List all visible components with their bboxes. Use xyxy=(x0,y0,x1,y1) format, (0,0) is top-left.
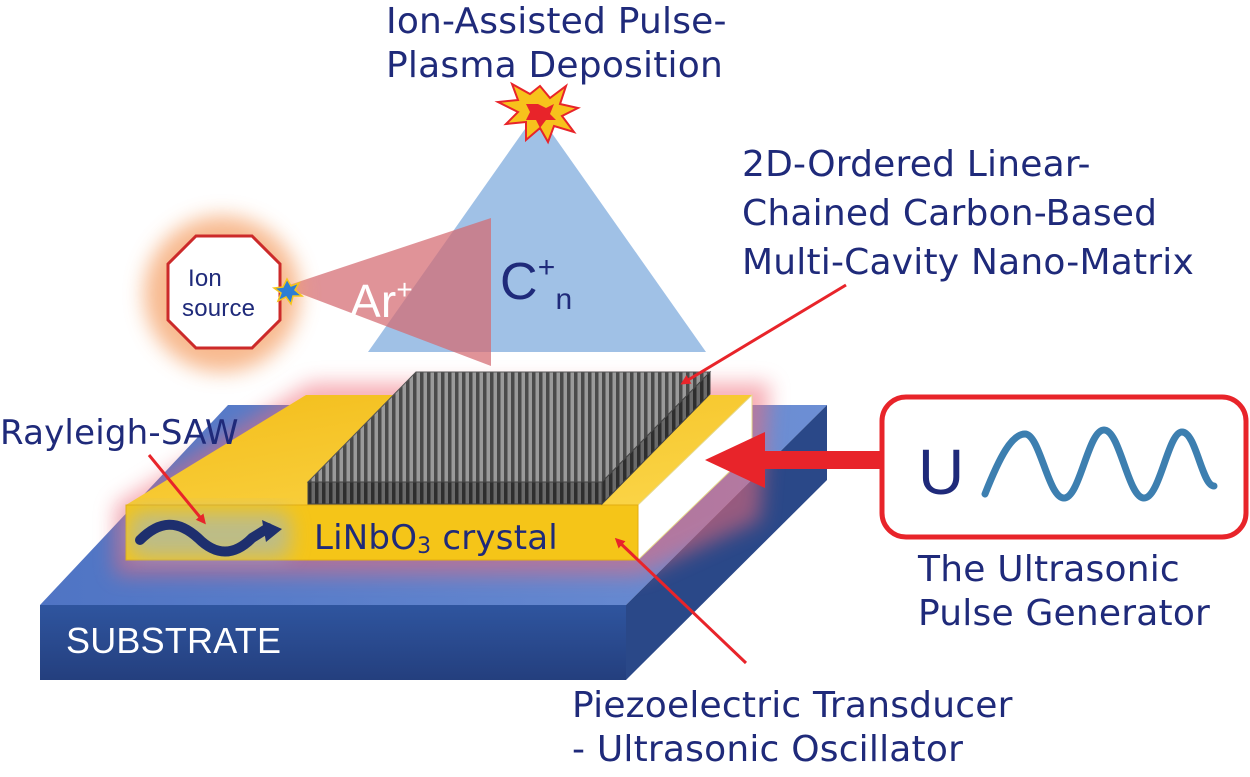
carbon-ion-charge: + xyxy=(537,251,556,284)
matrix-label: 2D-Ordered Linear- Chained Carbon-Based … xyxy=(742,140,1194,287)
matrix-label-line2: Chained Carbon-Based xyxy=(742,193,1158,234)
rayleigh-wave-head xyxy=(262,520,282,542)
generator-label: The Ultrasonic Pulse Generator xyxy=(918,548,1210,636)
pulse-generator-box xyxy=(879,394,1249,540)
substrate-label: SUBSTRATE xyxy=(66,620,282,661)
crystal-label-formula: LiNbO xyxy=(314,518,418,558)
ion-beam xyxy=(283,218,491,366)
generator-label-line2: Pulse Generator xyxy=(918,593,1211,634)
crystal-label-subscript: 3 xyxy=(417,534,432,559)
nano-matrix xyxy=(306,370,712,506)
voltage-symbol: U xyxy=(918,436,965,508)
crystal-label-suffix: crystal xyxy=(431,518,558,558)
sine-wave-icon xyxy=(981,426,1218,502)
plasma-burst-icon xyxy=(494,81,581,145)
argon-ion-charge: + xyxy=(396,274,413,305)
deposition-title-line2: Plasma Deposition xyxy=(386,45,723,86)
ion-source xyxy=(144,216,300,372)
carbon-ion-symbol: C xyxy=(500,253,538,311)
argon-ion-label: Ar+ xyxy=(350,262,413,329)
rayleigh-wave xyxy=(135,519,273,557)
transducer-label: Piezoelectric Transducer - Ultrasonic Os… xyxy=(572,684,1013,772)
ion-source-label-line1: Ion xyxy=(188,265,222,292)
carbon-ion-subscript: n xyxy=(555,283,573,316)
spark-icon xyxy=(271,277,305,306)
ion-source-label-line2: source xyxy=(182,295,256,322)
deposition-title: Ion-Assisted Pulse- Plasma Deposition xyxy=(386,0,727,88)
generator-label-line1: The Ultrasonic xyxy=(918,549,1180,590)
transducer-label-line2: - Ultrasonic Oscillator xyxy=(572,729,964,770)
ion-source-label: Ion source xyxy=(182,264,255,324)
transducer-arrow xyxy=(614,537,748,665)
matrix-label-line1: 2D-Ordered Linear- xyxy=(742,144,1091,185)
matrix-label-line3: Multi-Cavity Nano-Matrix xyxy=(742,242,1194,283)
crystal-label: LiNbO3 crystal xyxy=(314,515,558,570)
matrix-arrow xyxy=(680,283,847,385)
signal-arrow xyxy=(705,432,882,488)
deposition-title-line1: Ion-Assisted Pulse- xyxy=(386,1,727,42)
rayleigh-saw-label: Rayleigh-SAW xyxy=(0,413,239,453)
saw-arrow xyxy=(147,454,206,525)
carbon-ion-label: C+n xyxy=(500,238,572,330)
argon-ion-symbol: Ar xyxy=(350,275,397,327)
transducer-label-line1: Piezoelectric Transducer xyxy=(572,685,1013,726)
